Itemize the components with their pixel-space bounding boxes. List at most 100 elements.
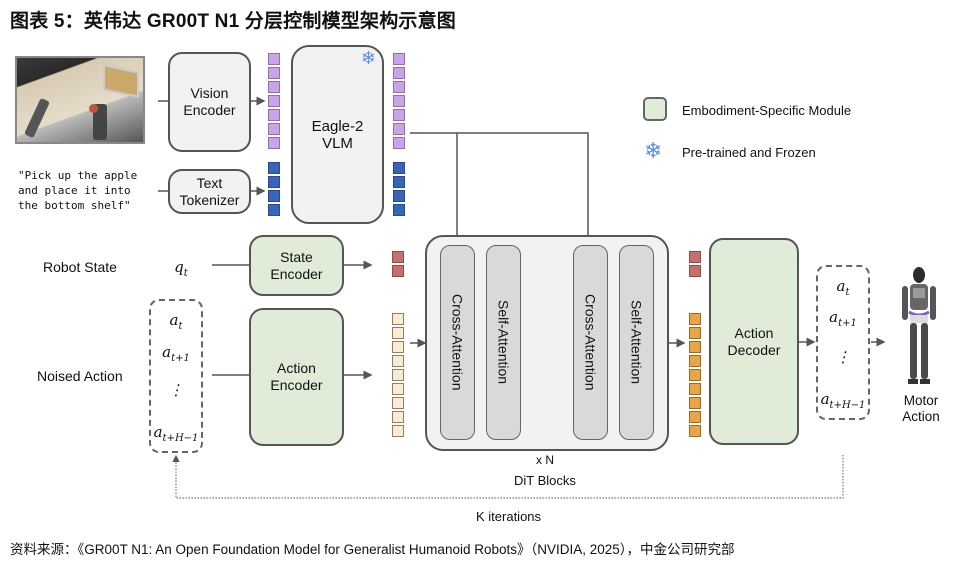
action-item: at+H−1 xyxy=(149,423,203,444)
camera-image xyxy=(15,56,145,144)
figure-title: 图表 5：英伟达 GR00T N1 分层控制模型架构示意图 xyxy=(10,11,457,32)
action-token xyxy=(392,383,404,395)
robot-state-symbol: qt xyxy=(166,258,196,279)
vision-token xyxy=(393,95,405,107)
state-encoder: State Encoder xyxy=(249,235,344,296)
cross-attention-label: Cross-Attention xyxy=(582,294,599,391)
robot-figure xyxy=(902,267,936,384)
action-base: a xyxy=(169,311,179,329)
text-token xyxy=(268,204,280,216)
vision-token xyxy=(393,109,405,121)
self-attention-label: Self-Attention xyxy=(495,300,512,385)
action-token xyxy=(689,425,701,437)
shelf-box xyxy=(103,64,139,98)
vision-token xyxy=(393,67,405,79)
apple xyxy=(89,104,98,113)
cross-attention-block-1: Cross-Attention xyxy=(440,245,475,440)
legend-frozen-label: Pre-trained and Frozen xyxy=(682,145,816,160)
action-item: at+1 xyxy=(149,343,203,364)
action-token xyxy=(689,411,701,423)
vision-token xyxy=(393,81,405,93)
text-token xyxy=(268,190,280,202)
legend-green-swatch xyxy=(643,97,667,121)
action-item: at xyxy=(149,311,203,332)
action-token xyxy=(392,411,404,423)
text-tokenizer: Text Tokenizer xyxy=(168,169,251,214)
self-attention-block-2: Self-Attention xyxy=(619,245,654,440)
action-item: ⋮ xyxy=(816,348,870,366)
vision-token xyxy=(268,123,280,135)
robot-arm-right xyxy=(93,104,107,140)
snowflake-icon: ❄ xyxy=(644,138,663,163)
text-token xyxy=(268,162,280,174)
text-token xyxy=(268,176,280,188)
vision-token xyxy=(268,53,280,65)
action-encoder: Action Encoder xyxy=(249,308,344,446)
text-token xyxy=(393,190,405,202)
action-token xyxy=(689,383,701,395)
snowflake-icon: ❄ xyxy=(360,48,376,68)
humanoid-robot-image xyxy=(896,265,942,395)
text-token xyxy=(393,162,405,174)
state-token xyxy=(392,265,404,277)
action-base: a xyxy=(829,308,839,326)
action-base: ⋮ xyxy=(168,381,184,399)
text-token xyxy=(393,176,405,188)
k-iterations-label: K iterations xyxy=(476,509,542,524)
action-subscript: t xyxy=(845,287,850,298)
action-token xyxy=(392,369,404,381)
self-attention-label: Self-Attention xyxy=(628,300,645,385)
vision-token xyxy=(393,137,405,149)
cross-attention-block-2: Cross-Attention xyxy=(573,245,608,440)
action-subscript: t+H−1 xyxy=(162,433,199,444)
robot-arm-left xyxy=(24,97,50,139)
output-action-sequence xyxy=(816,265,870,420)
action-base: ⋮ xyxy=(835,348,851,366)
action-item: at+H−1 xyxy=(816,390,870,411)
text-token xyxy=(393,204,405,216)
action-item: at+1 xyxy=(816,308,870,329)
vision-token xyxy=(268,81,280,93)
action-base: a xyxy=(153,423,163,441)
source-note: 资料来源：《GR00T N1: An Open Foundation Model… xyxy=(10,542,735,557)
action-token xyxy=(689,313,701,325)
action-token xyxy=(689,341,701,353)
action-item: ⋮ xyxy=(149,381,203,399)
action-base: a xyxy=(162,343,172,361)
action-token xyxy=(392,327,404,339)
vision-token xyxy=(268,137,280,149)
action-subscript: t+H−1 xyxy=(829,400,866,411)
action-token xyxy=(392,355,404,367)
vision-encoder: Vision Encoder xyxy=(168,52,251,152)
vision-token xyxy=(268,109,280,121)
legend-embodiment-label: Embodiment-Specific Module xyxy=(682,103,852,118)
vision-token xyxy=(268,67,280,79)
action-token xyxy=(689,397,701,409)
state-token xyxy=(689,265,701,277)
noised-action-sequence xyxy=(149,299,203,453)
vision-token xyxy=(268,95,280,107)
vlm-label: Eagle-2 VLM xyxy=(311,117,364,152)
dit-repeat-label: x N xyxy=(536,453,554,467)
vision-token xyxy=(393,53,405,65)
action-token xyxy=(392,425,404,437)
q-subscript: t xyxy=(183,268,188,279)
action-token xyxy=(392,341,404,353)
action-token xyxy=(689,369,701,381)
action-base: a xyxy=(836,277,846,295)
action-token xyxy=(689,327,701,339)
cross-attention-label: Cross-Attention xyxy=(449,294,466,391)
action-base: a xyxy=(820,390,830,408)
action-token xyxy=(392,397,404,409)
eagle2-vlm: Eagle-2 VLM ❄ xyxy=(291,45,384,224)
motor-action-label: Motor Action xyxy=(902,393,940,424)
action-token xyxy=(392,313,404,325)
action-token xyxy=(689,355,701,367)
instruction-text: "Pick up the apple and place it into the… xyxy=(18,169,138,212)
k-iterations-loop xyxy=(172,454,844,499)
action-subscript: t+1 xyxy=(838,318,857,329)
vision-token xyxy=(393,123,405,135)
action-subscript: t xyxy=(178,321,183,332)
self-attention-block-1: Self-Attention xyxy=(486,245,521,440)
action-subscript: t+1 xyxy=(171,353,190,364)
